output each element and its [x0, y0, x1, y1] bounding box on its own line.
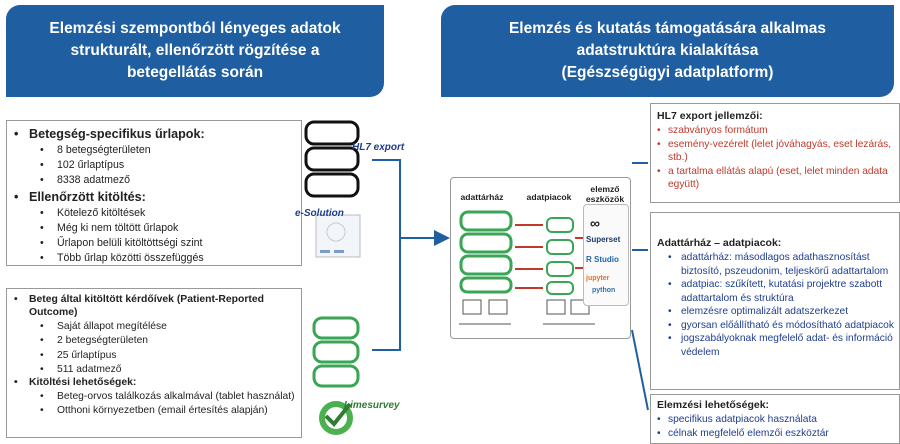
- list-item: 2 betegségterületen: [7, 334, 301, 347]
- list-item: célnak megfelelő elemzői eszköztár: [657, 427, 895, 441]
- header-right-line-1: Elemzés és kutatás támogatására alkalmas: [508, 20, 827, 37]
- python-label: python: [592, 287, 616, 294]
- list-item: Több űrlap közötti összefüggés: [7, 251, 301, 266]
- warehouse-database-icon: [459, 210, 513, 294]
- data-marts-label: adatpiacok: [526, 192, 572, 202]
- hl7-export-label: HL7 export: [352, 142, 405, 153]
- datamart-icons: [546, 217, 574, 295]
- list-item: Még ki nem töltött űrlapok: [7, 221, 301, 236]
- list-item: gyorsan előállítható és módosítható adat…: [657, 319, 895, 333]
- datawarehouse-box: Adattárház – adatpiacok: adattárház: más…: [650, 212, 900, 390]
- data-platform-box: adattárház adatpiacok elemző eszközök ∞ …: [450, 177, 631, 339]
- list-item: esemény-vezérelt (lelet jóváhagyás, eset…: [657, 138, 895, 165]
- header-left-line-2: strukturált, ellenőrzött rögzítése a: [70, 42, 320, 59]
- list-item: Saját állapot megítélése: [7, 320, 301, 333]
- list-item: 25 űrlaptípus: [7, 349, 301, 362]
- data-warehouse-label: adattárház: [460, 192, 504, 202]
- tools-panel: ∞ Superset R Studio jupyter python: [583, 204, 629, 306]
- flow-lines: [372, 159, 649, 411]
- section-title: Betegség-specifikus űrlapok:: [7, 127, 301, 143]
- list-item: adatpiac: szűkített, kutatási projektre …: [657, 278, 895, 305]
- list-item: Otthoni környezetben (email értesítés al…: [7, 404, 301, 417]
- esolution-screenshot: [315, 214, 361, 258]
- header-left: Elemzési szempontból lényeges adatok str…: [6, 5, 384, 97]
- analysis-options-box: Elemzési lehetőségek: specifikus adatpia…: [650, 394, 900, 444]
- section-title: Beteg által kitöltött kérdőívek (Patient…: [7, 293, 301, 319]
- server-icons: [459, 299, 595, 325]
- section-title: Kitöltési lehetőségek:: [7, 376, 301, 389]
- header-right: Elemzés és kutatás támogatására alkalmas…: [441, 5, 894, 97]
- list-item: szabványos formátum: [657, 124, 895, 138]
- hl7-features-box: HL7 export jellemzői: szabványos formátu…: [650, 103, 900, 203]
- list-item: a tartalma ellátás alapú (eset, lelet mi…: [657, 165, 895, 192]
- list-item: 511 adatmező: [7, 363, 301, 376]
- analysis-tools-label: elemző eszközök: [585, 184, 625, 204]
- list-item: Kötelező kitöltések: [7, 206, 301, 221]
- header-left-line-3: betegellátás során: [126, 64, 264, 81]
- list-item: jogszabályoknak megfelelő adat- és infor…: [657, 332, 895, 359]
- rstudio-label: R Studio: [586, 255, 619, 264]
- list-item: 102 űrlaptípus: [7, 158, 301, 173]
- limesurvey-logo: [319, 401, 353, 435]
- disease-forms-box: Betegség-specifikus űrlapok: 8 betegségt…: [6, 120, 302, 266]
- platform-graphics: [459, 210, 595, 325]
- header-right-line-2: adatstruktúra kialakítása: [576, 42, 759, 59]
- database-icon: [304, 120, 360, 198]
- list-item: adattárház: másodlagos adathasznosítást …: [657, 251, 895, 278]
- superset-label: Superset: [586, 235, 621, 244]
- list-item: 8 betegségterületen: [7, 143, 301, 158]
- header-left-line-1: Elemzési szempontból lényeges adatok: [49, 20, 341, 37]
- box-title: Adattárház – adatpiacok:: [657, 237, 782, 249]
- section-title: Ellenőrzött kitöltés:: [7, 190, 301, 206]
- box-title: HL7 export jellemzői:: [657, 110, 763, 122]
- header-right-line-3: (Egészségügyi adatplatform): [561, 64, 774, 81]
- list-item: 8338 adatmező: [7, 173, 301, 188]
- list-item: specifikus adatpiacok használata: [657, 413, 895, 427]
- patient-questionnaire-box: Beteg által kitöltött kérdőívek (Patient…: [6, 288, 302, 438]
- jupyter-label: jupyter: [586, 275, 610, 282]
- box-title: Elemzési lehetőségek:: [657, 399, 770, 411]
- superset-icon: ∞: [590, 215, 600, 231]
- list-item: elemzésre optimalizált adatszerkezet: [657, 305, 895, 319]
- esolution-label: e-Solution: [295, 208, 344, 219]
- limesurvey-label: Limesurvey: [344, 400, 400, 411]
- list-item: Beteg-orvos találkozás alkalmával (table…: [7, 390, 301, 403]
- double-arrows: [515, 224, 583, 289]
- green-database-icon: [312, 316, 360, 388]
- list-item: Űrlapon belüli kitöltöttségi szint: [7, 236, 301, 251]
